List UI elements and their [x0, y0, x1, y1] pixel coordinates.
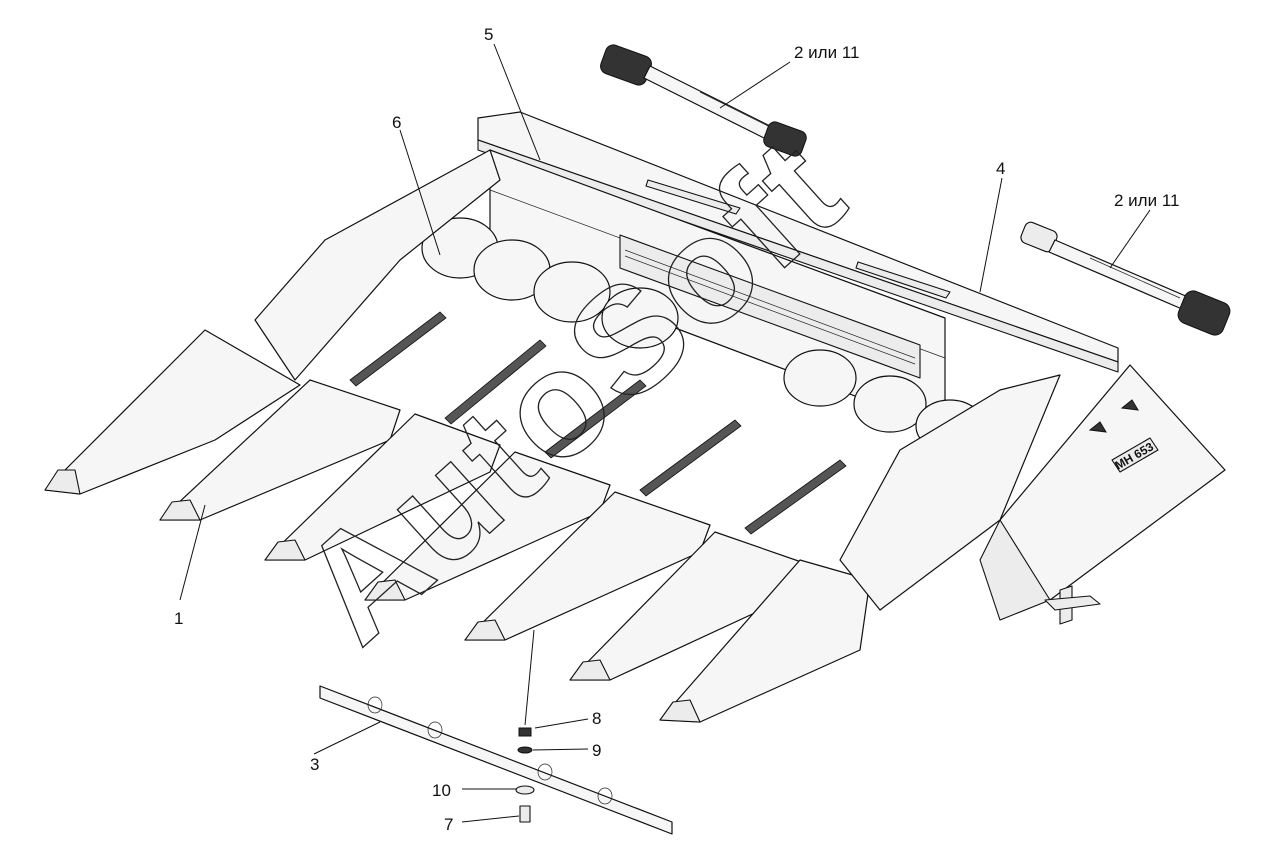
label-10: 10	[432, 781, 451, 800]
label-1: 1	[174, 609, 183, 628]
label-4: 4	[996, 159, 1005, 178]
fasteners	[515, 727, 535, 823]
label-6: 6	[392, 113, 401, 132]
label-2-or-11-right: 2 или 11	[1114, 191, 1179, 210]
crop-dividers	[44, 149, 1061, 723]
gathering-chains	[349, 311, 847, 535]
cutter-bar	[319, 685, 673, 835]
label-9: 9	[592, 741, 601, 760]
label-8: 8	[592, 709, 601, 728]
callout-labels: 1 2 или 11 2 или 11 3 4 5 6 7 8 9 10	[174, 25, 1179, 834]
leader-lines	[179, 43, 1151, 823]
right-side-panel: МН 653	[979, 364, 1226, 625]
drive-shaft-right	[1020, 221, 1231, 336]
label-2-or-11-upper: 2 или 11	[794, 43, 859, 62]
rear-frame	[477, 111, 1119, 431]
auger-flights	[421, 217, 985, 453]
drive-shaft-upper	[600, 44, 807, 157]
label-5: 5	[484, 25, 493, 44]
label-3: 3	[310, 755, 319, 774]
label-7: 7	[444, 815, 453, 834]
